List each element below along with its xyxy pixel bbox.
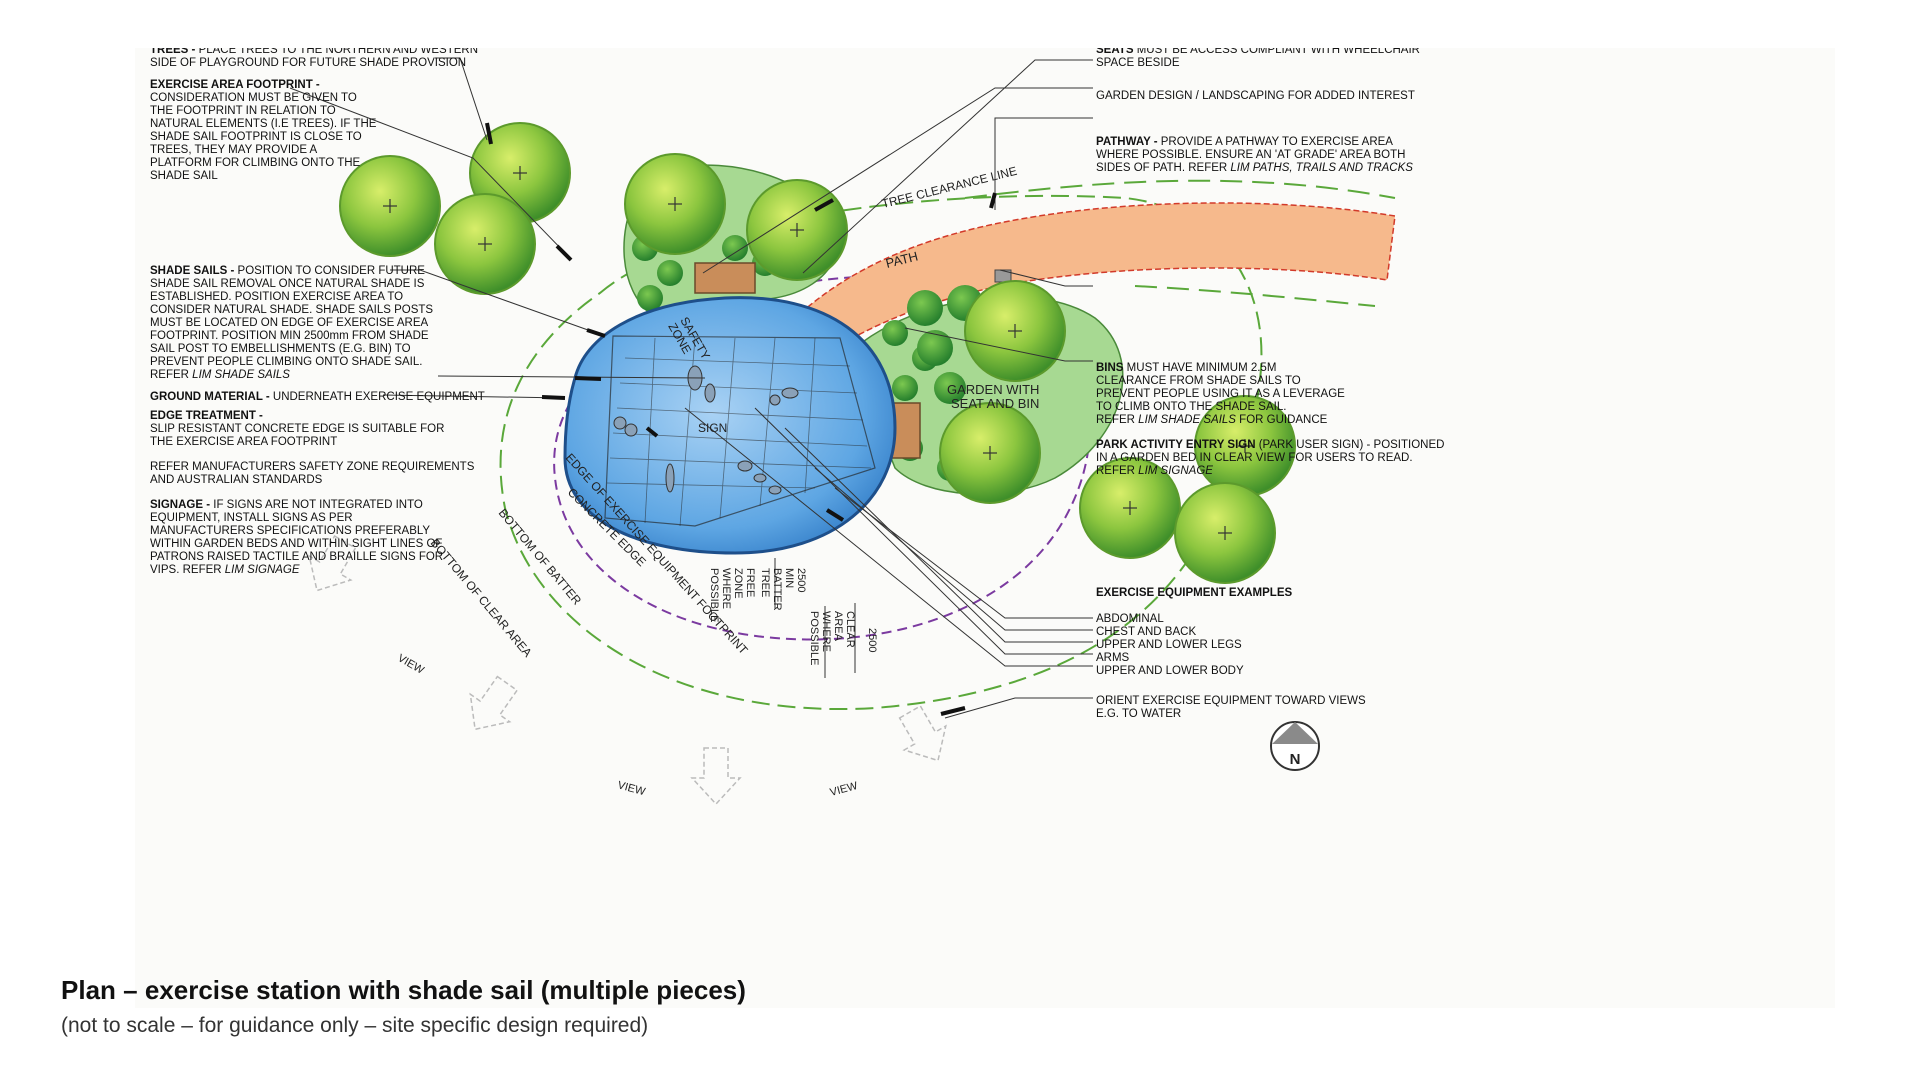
note-garden-design: GARDEN DESIGN / LANDSCAPING FOR ADDED IN… xyxy=(1096,90,1415,102)
view-label-2: VIEW xyxy=(616,779,647,798)
shade-sail-footprint xyxy=(563,296,897,555)
north-arrow: N xyxy=(1270,721,1320,771)
free-zone-label: FREE ZONE WHERE POSSIBLE xyxy=(708,568,756,622)
site-plan-drawing: N TREE CLEARANCE LINE PATH GARDEN WITH S… xyxy=(135,48,1835,1008)
note-equipment: EXERCISE EQUIPMENT EXAMPLES ABDOMINAL CH… xyxy=(1096,587,1295,677)
garden-shrubs xyxy=(632,235,983,481)
north-label: N xyxy=(1290,751,1301,768)
note-footprint: EXERCISE AREA FOOTPRINT - CONSIDERATION … xyxy=(150,79,380,182)
dimension-2500-label: 2500 xyxy=(866,628,878,652)
clear-area-label: CLEAR AREA WHERE POSSIBLE xyxy=(808,611,856,665)
sign-label: SIGN xyxy=(698,421,727,435)
shade-sail-net xyxy=(604,335,876,527)
note-refer-standards: REFER MANUFACTURERS SAFETY ZONE REQUIREM… xyxy=(150,461,478,486)
note-seats: SEATS MUST BE ACCESS COMPLIANT WITH WHEE… xyxy=(1096,48,1423,69)
svg-text:AREA: AREA xyxy=(832,611,844,642)
note-orient: ORIENT EXERCISE EQUIPMENT TOWARD VIEWS E… xyxy=(1096,695,1369,720)
seat xyxy=(694,262,756,294)
svg-text:ZONE: ZONE xyxy=(732,568,744,599)
callout-markers xyxy=(485,122,997,716)
note-edge-treatment: EDGE TREATMENT - SLIP RESISTANT CONCRETE… xyxy=(150,410,448,448)
svg-text:FREE: FREE xyxy=(744,568,756,597)
tree-clearance-line-upper xyxy=(964,179,1396,199)
svg-text:POSSIBLE: POSSIBLE xyxy=(708,568,720,622)
view-label-1: VIEW xyxy=(396,652,427,677)
svg-text:MIN: MIN xyxy=(783,568,795,588)
dimension-lines xyxy=(774,558,856,678)
svg-text:TREE: TREE xyxy=(759,568,771,597)
svg-text:CLEAR: CLEAR xyxy=(844,611,856,648)
bottom-batter-label: BOTTOM OF BATTER xyxy=(496,506,585,608)
svg-text:2500: 2500 xyxy=(795,568,807,592)
tree-clearance-line-lower xyxy=(1134,285,1376,307)
note-ground-material: GROUND MATERIAL - UNDERNEATH EXERCISE EQ… xyxy=(150,391,485,403)
note-signage: SIGNAGE - IF SIGNS ARE NOT INTEGRATED IN… xyxy=(150,499,446,576)
garden-bed-label-2: SEAT AND BIN xyxy=(951,396,1039,411)
callout-lines xyxy=(289,57,1093,719)
tree-clearance-label: TREE CLEARANCE LINE xyxy=(880,164,1018,211)
garden-bed-label-1: GARDEN WITH xyxy=(947,382,1039,397)
svg-text:WHERE: WHERE xyxy=(720,568,732,609)
caption-title: Plan – exercise station with shade sail … xyxy=(61,975,746,1005)
exercise-equipment xyxy=(613,365,799,495)
note-bins: BINS MUST HAVE MINIMUM 2.5M CLEARANCE FR… xyxy=(1096,362,1348,426)
batter-boundary xyxy=(553,275,1091,641)
note-pathway: PATHWAY - PROVIDE A PATHWAY TO EXERCISE … xyxy=(1096,136,1413,174)
svg-text:BATTER: BATTER xyxy=(771,568,783,611)
note-shade-sails: SHADE SAILS - POSITION TO CONSIDER FUTUR… xyxy=(150,265,436,381)
svg-text:POSSIBLE: POSSIBLE xyxy=(808,611,820,665)
note-trees: TREES - PLACE TREES TO THE NORTHERN AND … xyxy=(150,48,481,69)
caption-subtitle: (not to scale – for guidance only – site… xyxy=(61,1014,649,1037)
note-entry-sign: PARK ACTIVITY ENTRY SIGN (PARK USER SIGN… xyxy=(1096,439,1448,477)
clear-area-boundary xyxy=(499,194,1263,710)
figure-caption: Plan – exercise station with shade sail … xyxy=(61,975,746,1038)
batter-label: 2500 MIN BATTER TREE xyxy=(759,568,807,611)
svg-text:WHERE: WHERE xyxy=(820,611,832,652)
view-label-3: VIEW xyxy=(829,780,860,799)
